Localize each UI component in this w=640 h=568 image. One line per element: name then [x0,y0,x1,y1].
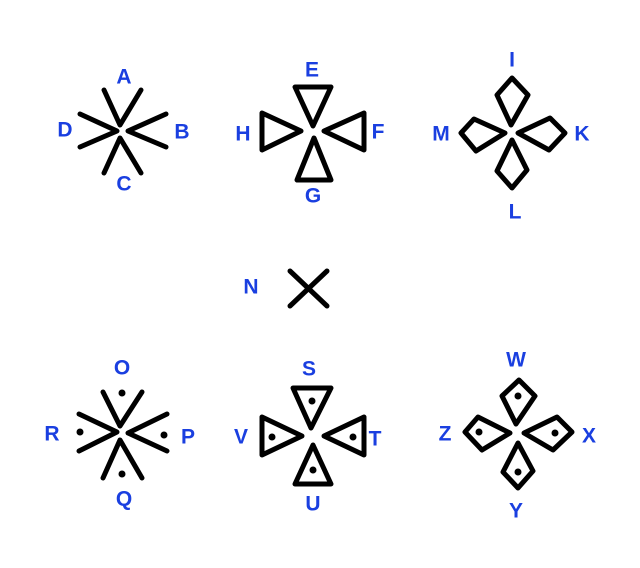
triangle-top-icon [290,385,334,431]
dot-right-icon [551,429,559,437]
label-bottom: Q [116,488,132,511]
label-bottom: C [116,173,131,196]
dot-bottom-icon [514,468,522,476]
label-bottom: U [305,493,320,516]
triangle-left-icon [259,110,304,153]
label-left: V [234,426,248,449]
kite-top-icon [499,377,538,427]
label-right: P [181,426,195,449]
dot-left-icon [76,428,84,436]
label-bottom: L [509,201,522,224]
label-right: F [372,121,385,144]
kite-left-icon [462,414,513,453]
label-top: A [116,66,131,89]
label-top: I [509,49,515,72]
chevron-right-icon [125,111,169,150]
label-right: K [574,123,589,146]
chevron-bottom-icon [100,437,145,481]
triangle-group-efgh: E F G H [235,59,384,208]
kite-left-icon [458,116,508,154]
triangle-right-icon [321,110,367,153]
triangle-top-icon [292,84,334,129]
chevron-left-icon [77,111,120,150]
triangle-bottom-icon [292,442,334,487]
kite-group-iklm: I K L M [432,49,589,224]
dot-left-icon [268,433,276,441]
cross-group-n: N [243,268,330,309]
label-bottom: Y [509,500,523,523]
triangle-bottom-icon [294,135,334,183]
label-left: R [44,423,59,446]
label-right: B [174,121,189,144]
label-top: W [506,349,526,372]
kite-right-icon [521,414,575,453]
label-top: S [302,358,316,381]
label-top: O [114,357,130,380]
chevron-top-icon [100,389,145,429]
kite-right-icon [515,115,568,153]
dot-top-icon [308,397,316,405]
dot-top-icon [514,392,522,400]
dot-right-icon [349,433,357,441]
label-left: M [432,123,450,146]
dot-left-icon [475,428,483,436]
kite-bottom-icon [500,440,536,491]
label-left: Z [439,423,452,446]
dot-bottom-icon [309,466,317,474]
chevron-right-icon [125,411,170,454]
label-left: H [235,123,250,146]
dotted-triangle-group-stuv: S T U V [234,358,382,516]
triangle-right-icon [321,414,367,458]
label-left: D [57,119,72,142]
dot-right-icon [160,431,168,439]
label-top: E [305,59,319,82]
dotted-kite-group-wxyz: W X Y Z [439,349,596,523]
dotted-chevron-group-opqr: O P Q R [44,357,195,511]
label-bottom: G [305,185,321,208]
chevron-bottom-icon [101,135,144,176]
kite-bottom-icon [494,137,530,191]
kite-top-icon [494,75,531,128]
label-right: T [369,428,382,451]
cross-stroke-2-icon [287,268,330,309]
triangle-left-icon [259,414,305,458]
label-left: N [243,276,258,299]
dot-top-icon [118,389,126,397]
dot-bottom-icon [118,470,126,478]
chevron-left-icon [76,411,120,454]
label-right: X [582,425,596,448]
chevron-group-abcd: A B C D [57,66,189,196]
chevron-top-icon [101,87,144,128]
